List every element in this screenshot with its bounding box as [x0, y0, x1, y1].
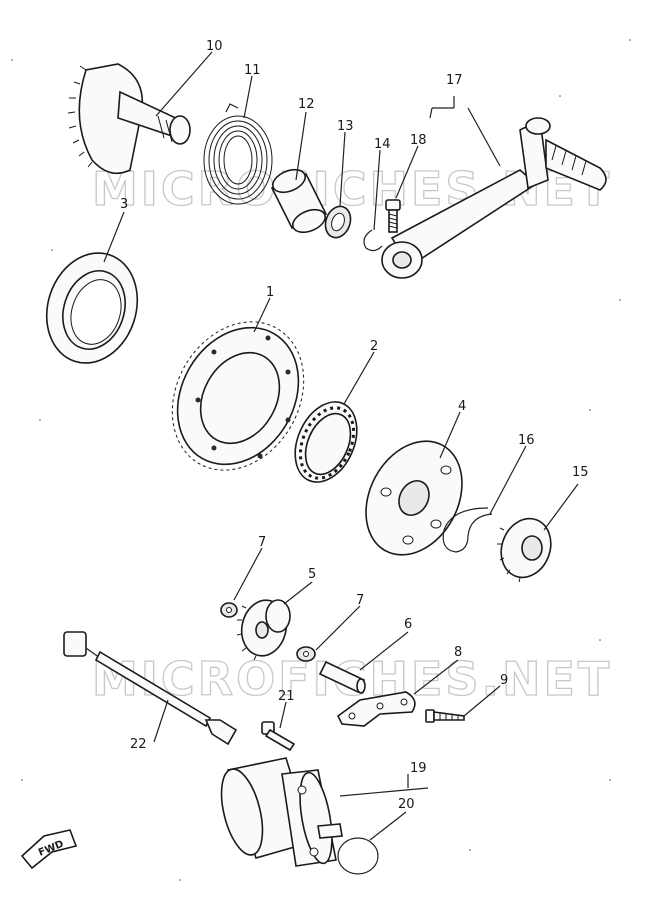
callout-4: 4 — [458, 399, 466, 414]
callout-6: 6 — [404, 617, 412, 632]
callout-18: 18 — [410, 133, 427, 148]
scan-speckles — [11, 39, 631, 881]
part-9-bolt — [425, 709, 465, 723]
part-14-circlip — [363, 229, 383, 252]
part-10-kick-gear-shaft — [67, 63, 191, 175]
part-7-washer-upper — [220, 602, 238, 618]
part-22-lead-wire — [63, 631, 238, 746]
part-6-shaft — [318, 660, 366, 694]
part-16-spring-clip — [442, 507, 493, 553]
part-13-washer — [324, 205, 352, 239]
leader-lines — [103, 51, 579, 841]
callout-13: 13 — [337, 119, 354, 134]
callout-12: 12 — [298, 97, 315, 112]
part-17-kick-crank — [381, 117, 607, 279]
callout-7-lower: 7 — [356, 593, 364, 608]
callout-5: 5 — [308, 567, 316, 582]
part-1-ring-gear — [171, 321, 305, 471]
part-2-one-way-clutch — [294, 401, 358, 483]
callout-16: 16 — [518, 433, 535, 448]
part-3-oil-seal — [45, 252, 139, 364]
part-20-o-ring — [337, 837, 379, 875]
callout-22: 22 — [130, 737, 147, 752]
callout-11: 11 — [244, 63, 261, 78]
fwd-arrow-icon: FWD — [20, 829, 78, 870]
part-21-bolt — [261, 721, 296, 752]
part-5-idler-gear — [236, 599, 291, 661]
callout-7-upper: 7 — [258, 535, 266, 550]
callout-8: 8 — [454, 645, 462, 660]
part-7-washer-lower — [296, 646, 316, 662]
callout-17: 17 — [446, 73, 463, 88]
part-8-bracket — [336, 691, 416, 727]
part-15-pinion-gear — [497, 517, 552, 583]
callout-1: 1 — [266, 285, 274, 300]
callout-2: 2 — [370, 339, 378, 354]
callouts: 10 11 12 13 14 18 17 3 1 2 4 16 15 7 5 7… — [120, 39, 589, 812]
callout-10: 10 — [206, 39, 223, 54]
part-19-starter-motor — [220, 757, 343, 867]
callout-21: 21 — [278, 689, 295, 704]
callout-9: 9 — [500, 673, 508, 688]
part-4-starter-clutch-plate — [365, 440, 463, 556]
callout-15: 15 — [572, 465, 589, 480]
callout-3: 3 — [120, 197, 128, 212]
part-18-bolt — [385, 199, 401, 233]
callout-14: 14 — [374, 137, 391, 152]
callout-19: 19 — [410, 761, 427, 776]
callout-20: 20 — [398, 797, 415, 812]
part-11-spring — [203, 103, 273, 205]
